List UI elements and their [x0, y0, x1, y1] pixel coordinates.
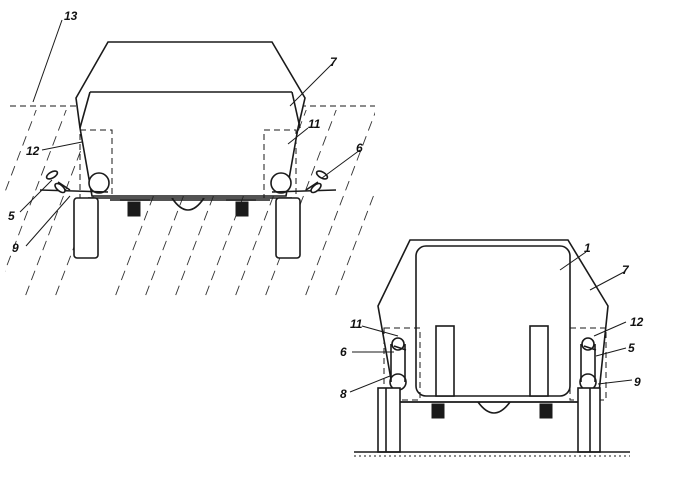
- label-11: 11: [308, 117, 321, 131]
- label-8: 8: [340, 387, 347, 401]
- propeller-left: [45, 170, 71, 194]
- label-13: 13: [64, 9, 78, 23]
- label-7: 7: [330, 55, 338, 69]
- tire-left: [73, 197, 99, 259]
- label-12-right: 12: [630, 315, 644, 329]
- floating-vehicle-figure: 13 7 11 12 6 5 9: [5, 9, 375, 300]
- label-5: 5: [8, 209, 15, 223]
- label-6-right: 6: [340, 345, 347, 359]
- label-7-right: 7: [622, 263, 630, 277]
- propeller-right: [305, 170, 329, 194]
- label-11-right: 11: [350, 317, 363, 331]
- label-5-right: 5: [628, 341, 635, 355]
- tire-right-figure-left: [377, 387, 401, 453]
- tire-right-figure-right: [577, 387, 601, 453]
- float-left: [88, 172, 110, 194]
- label-9: 9: [12, 241, 19, 255]
- ground-vehicle-figure: 1 7 11 12 6 5 8 9: [340, 239, 644, 457]
- label-1: 1: [584, 241, 591, 255]
- float-right: [270, 172, 292, 194]
- label-6: 6: [356, 141, 363, 155]
- label-12: 12: [26, 144, 40, 158]
- tire-right: [275, 197, 301, 259]
- hull-outline: [75, 41, 306, 197]
- label-9-right: 9: [634, 375, 641, 389]
